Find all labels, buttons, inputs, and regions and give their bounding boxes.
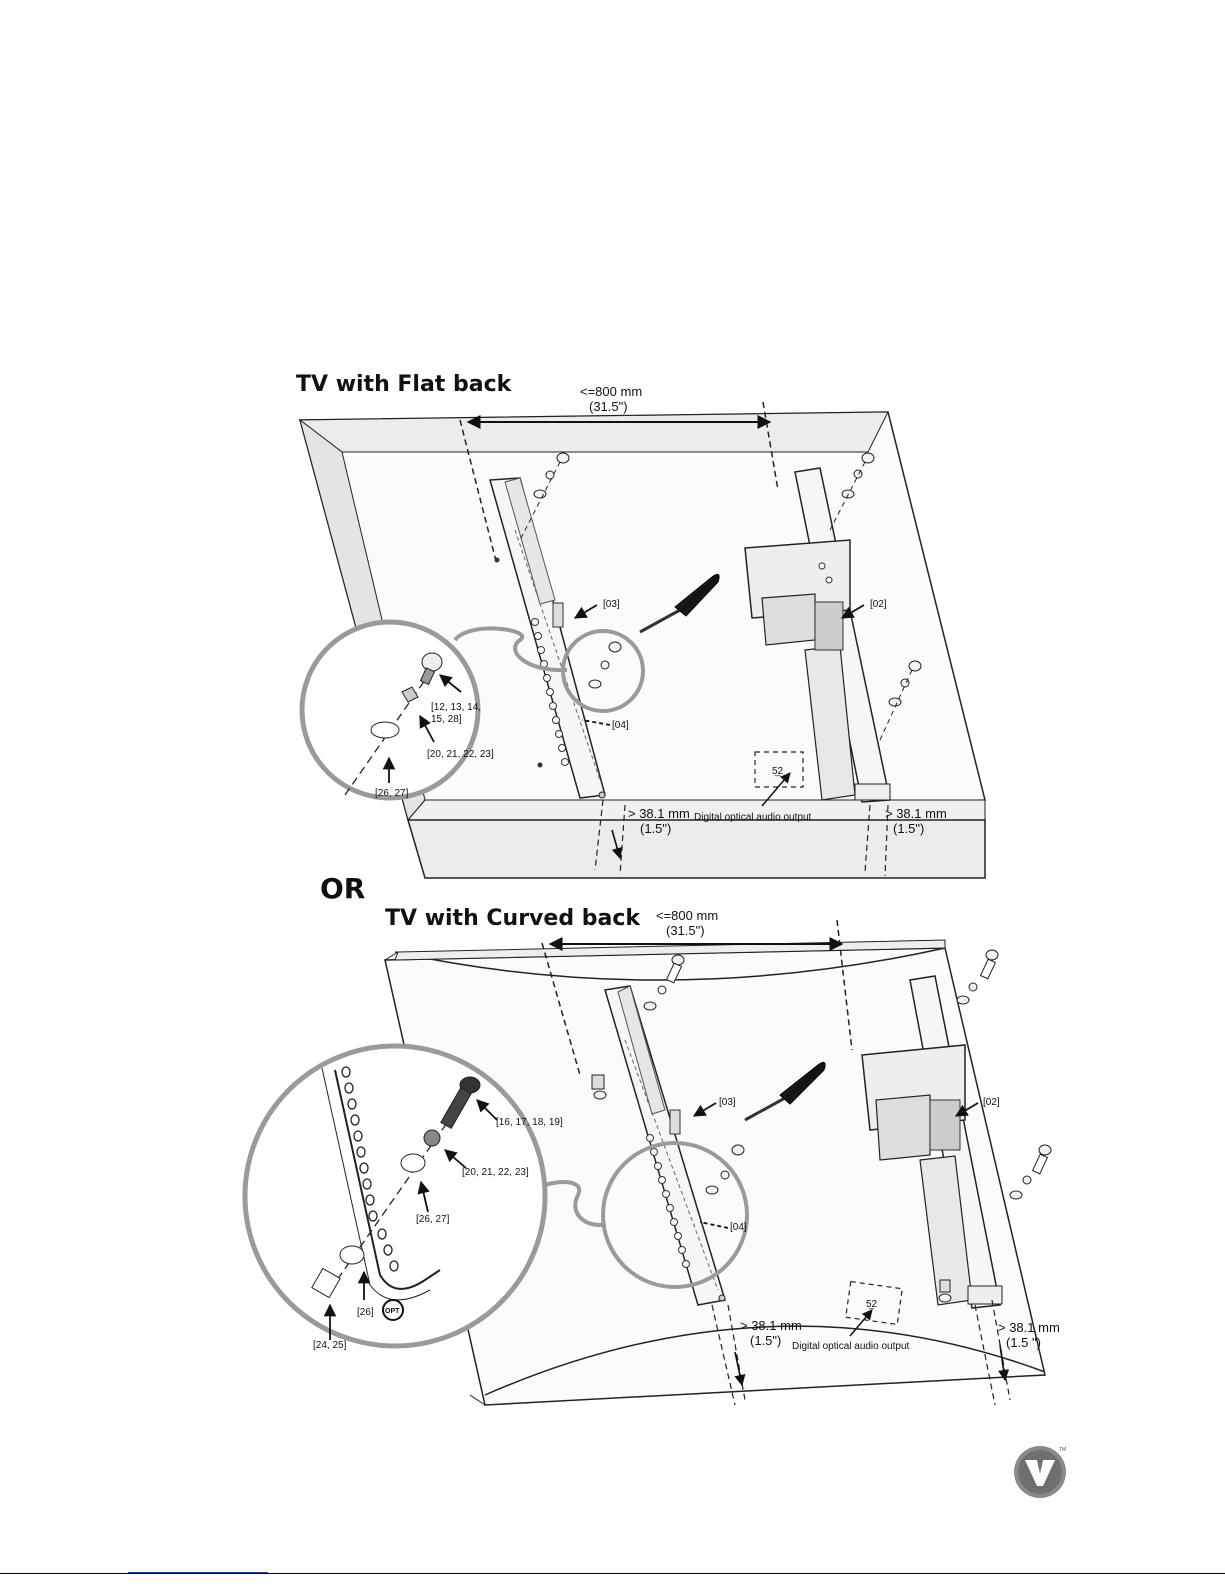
flat-clearance-lines (594, 751, 889, 877)
flat-part-12: [12, 13, 14, (431, 702, 481, 713)
curved-part-16: [16, 17, 18, 19] (496, 1117, 563, 1128)
footer-rule (0, 1573, 1225, 1574)
flat-part-12b: 15, 28] (431, 714, 462, 725)
svg-text:TM: TM (1059, 1447, 1066, 1453)
curved-part-26: [26] (357, 1307, 374, 1318)
flat-clearance-left-mm: > 38.1 mm (628, 806, 690, 821)
curved-clearance-right-mm: > 38.1 mm (998, 1320, 1060, 1335)
optical-port-icon: 5̲2 (772, 766, 784, 777)
curved-part-03: [03] (719, 1097, 736, 1108)
flat-screw-set (519, 452, 922, 741)
curved-title: TV with Curved back (385, 906, 640, 931)
flat-zoom-circle (299, 619, 481, 801)
curved-bracket-right (861, 975, 1003, 1309)
flat-part-26: [26, 27] (375, 788, 409, 799)
curved-optical-label: Digital optical audio output (792, 1341, 910, 1352)
curved-lens (544, 1141, 749, 1289)
flat-width-in: (31.5") (589, 399, 628, 414)
flat-part-03: [03] (603, 599, 620, 610)
curved-zoom-circle (242, 1043, 548, 1349)
curved-leader-arrows (323, 1099, 979, 1340)
footer-link-underline[interactable] (128, 1572, 268, 1573)
curved-width-dimension (541, 919, 853, 1076)
flat-clearance-right-in: (1.5") (893, 821, 924, 836)
flat-part-02: [02] (870, 599, 887, 610)
curved-clearance-right-in: (1.5 ") (1006, 1335, 1041, 1350)
curved-screw-set (591, 949, 1052, 1303)
v-logo-icon: TM (1014, 1446, 1066, 1498)
curved-clearance-lines (711, 1280, 1011, 1406)
curved-part-04: [04] (730, 1222, 747, 1233)
flat-leader-arrows (382, 604, 865, 783)
optical-port-icon: 5̲2 (866, 1299, 878, 1310)
flat-bracket-left (489, 477, 606, 799)
flat-part-20: [20, 21, 22, 23] (427, 749, 494, 760)
screwdriver-icon (639, 573, 720, 634)
or-separator: OR (320, 872, 366, 905)
screwdriver-icon (744, 1061, 826, 1122)
curved-part-02: [02] (983, 1097, 1000, 1108)
curved-clearance-left-mm: > 38.1 mm (740, 1318, 802, 1333)
flat-clearance-left-in: (1.5") (640, 821, 671, 836)
curved-width-in: (31.5") (666, 923, 705, 938)
curved-opt-badge: OPT (385, 1308, 400, 1315)
curved-clearance-left-in: (1.5") (750, 1333, 781, 1348)
curved-part-24: [24, 25] (313, 1340, 347, 1351)
flat-width-mm: <=800 mm (580, 384, 642, 399)
flat-optical-label: Digital optical audio output (694, 812, 812, 823)
flat-width-dimension (459, 401, 779, 566)
flat-bracket-right (744, 467, 891, 803)
curved-part-20: [20, 21, 22, 23] (462, 1167, 529, 1178)
flat-title: TV with Flat back (296, 372, 512, 397)
curved-part-26-27: [26, 27] (416, 1214, 450, 1225)
curved-width-mm: <=800 mm (656, 908, 718, 923)
flat-lens (453, 626, 645, 713)
flat-clearance-right-mm: > 38.1 mm (885, 806, 947, 821)
flat-part-04: [04] (612, 720, 629, 731)
